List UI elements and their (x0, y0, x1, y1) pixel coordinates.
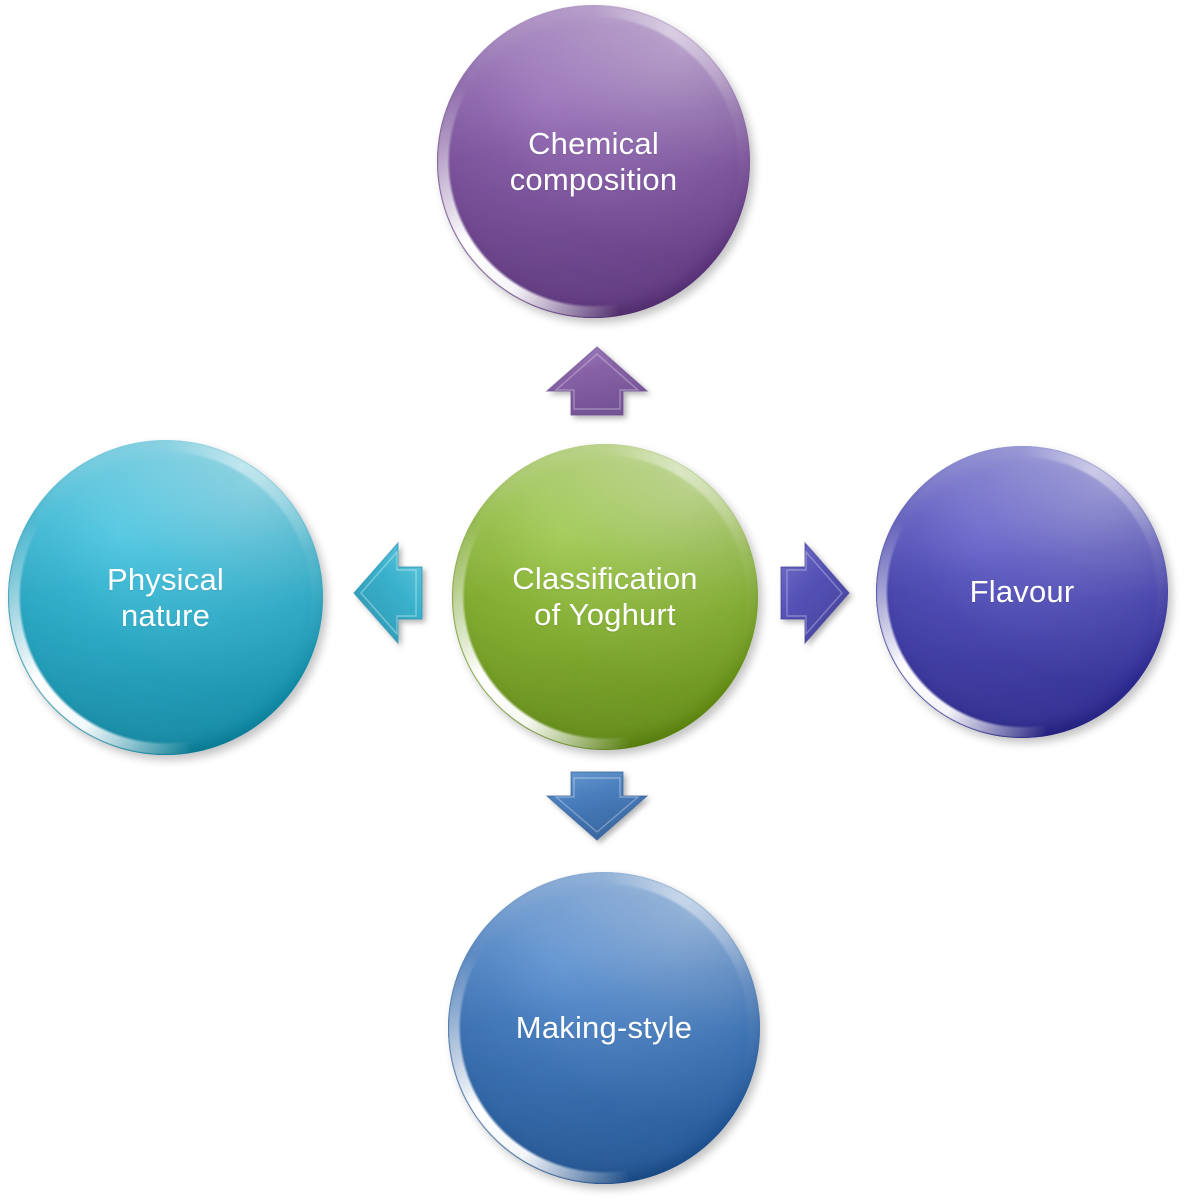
node-label-chemical-composition: Chemical composition (509, 125, 678, 197)
arrow-up-icon (545, 345, 649, 417)
node-classification-of-yoghurt[interactable]: Classification of Yoghurt (452, 444, 758, 750)
arrow-right-icon (779, 541, 851, 645)
node-flavour[interactable]: Flavour (876, 446, 1168, 738)
node-label-classification-of-yoghurt: Classification of Yoghurt (512, 561, 698, 632)
node-label-physical-nature: Physical nature (106, 561, 225, 633)
node-label-flavour: Flavour (969, 574, 1075, 610)
node-label-making-style: Making-style (515, 1010, 693, 1046)
node-chemical-composition[interactable]: Chemical composition (437, 5, 750, 318)
node-making-style[interactable]: Making-style (448, 872, 760, 1184)
node-physical-nature[interactable]: Physical nature (8, 440, 323, 755)
arrow-down-icon (545, 770, 649, 842)
arrow-left-icon (352, 541, 424, 645)
